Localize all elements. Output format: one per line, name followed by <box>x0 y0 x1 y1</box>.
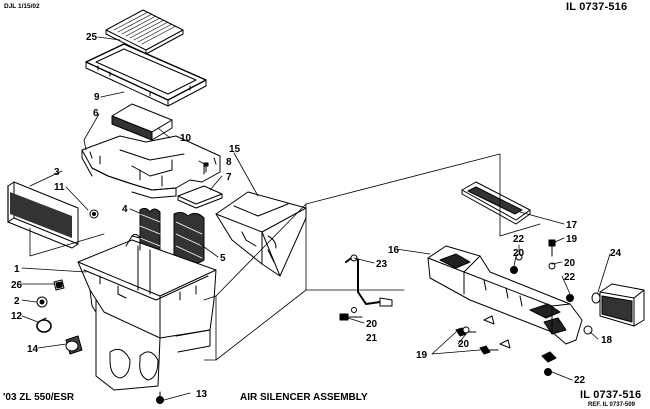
callout-26: 26 <box>11 280 23 291</box>
callout-22b: 22 <box>564 272 576 283</box>
callout-12: 12 <box>11 311 23 322</box>
callout-6: 6 <box>93 108 99 119</box>
part-23-breather-tube <box>345 254 393 307</box>
diagram-title: AIR SILENCER ASSEMBLY <box>240 392 368 403</box>
callout-20d: 20 <box>458 339 470 350</box>
part-11-grommet <box>89 209 99 219</box>
part-24-cap <box>591 292 601 304</box>
callout-23: 23 <box>376 259 388 270</box>
part-5-foam-right <box>173 211 205 264</box>
part-7-seal <box>177 185 223 209</box>
callout-20a: 20 <box>513 248 525 259</box>
part-2-nut <box>36 296 48 308</box>
callout-4: 4 <box>122 204 128 215</box>
fasteners-right <box>339 239 593 376</box>
callout-20c: 20 <box>366 319 378 330</box>
callout-19b: 19 <box>416 350 428 361</box>
date-code: DJL 1/15/02 <box>4 3 40 10</box>
callout-25: 25 <box>86 32 98 43</box>
part-3-side-gasket <box>7 181 79 249</box>
part-1-airbox-housing <box>77 233 217 391</box>
part-15-silencer-duct <box>215 191 307 277</box>
part-14-boot <box>65 335 83 355</box>
illustration-id-bottom: IL 0737-516 <box>580 389 642 401</box>
illustration-id-top: IL 0737-516 <box>566 1 628 13</box>
assembly-frame-lines <box>29 153 541 361</box>
part-16-air-duct <box>427 245 583 345</box>
callout-24: 24 <box>610 248 622 259</box>
callout-7: 7 <box>226 172 232 183</box>
callout-8: 8 <box>226 157 232 168</box>
callout-19a: 19 <box>566 234 578 245</box>
part-8-screw <box>203 162 209 173</box>
callout-9: 9 <box>94 92 100 103</box>
callout-10: 10 <box>180 133 192 144</box>
callout-1: 1 <box>14 264 20 275</box>
callout-21: 21 <box>366 333 378 344</box>
model-label: '03 ZL 550/ESR <box>3 392 75 403</box>
leader-lines <box>21 36 611 401</box>
part-26-clip <box>53 279 65 291</box>
part-9-filter-frame <box>85 43 207 107</box>
callout-17: 17 <box>566 220 578 231</box>
part-12-hose-clamp <box>36 317 52 333</box>
part-10-foam-filter <box>111 103 173 141</box>
part-6-housing-plate <box>81 135 221 199</box>
callout-18: 18 <box>601 335 613 346</box>
callout-20b: 20 <box>564 258 576 269</box>
callout-3: 3 <box>54 167 60 178</box>
part-18-side-panel <box>599 283 645 327</box>
callout-15: 15 <box>229 144 241 155</box>
callout-14: 14 <box>27 344 39 355</box>
callout-labels: 25 9 6 10 15 8 7 3 11 4 5 1 26 2 12 14 1… <box>11 32 622 400</box>
callout-13: 13 <box>196 389 208 400</box>
callout-5: 5 <box>220 253 226 264</box>
reference-id: REF. IL 0737-509 <box>588 402 635 408</box>
callout-16: 16 <box>388 245 400 256</box>
callout-2: 2 <box>14 296 20 307</box>
part-17-gasket <box>461 181 531 225</box>
callout-22a: 22 <box>513 234 525 245</box>
callout-22c: 22 <box>574 375 586 386</box>
callout-11: 11 <box>54 182 65 193</box>
part-25-grille-cover <box>105 9 184 55</box>
part-13-screw <box>156 391 164 404</box>
